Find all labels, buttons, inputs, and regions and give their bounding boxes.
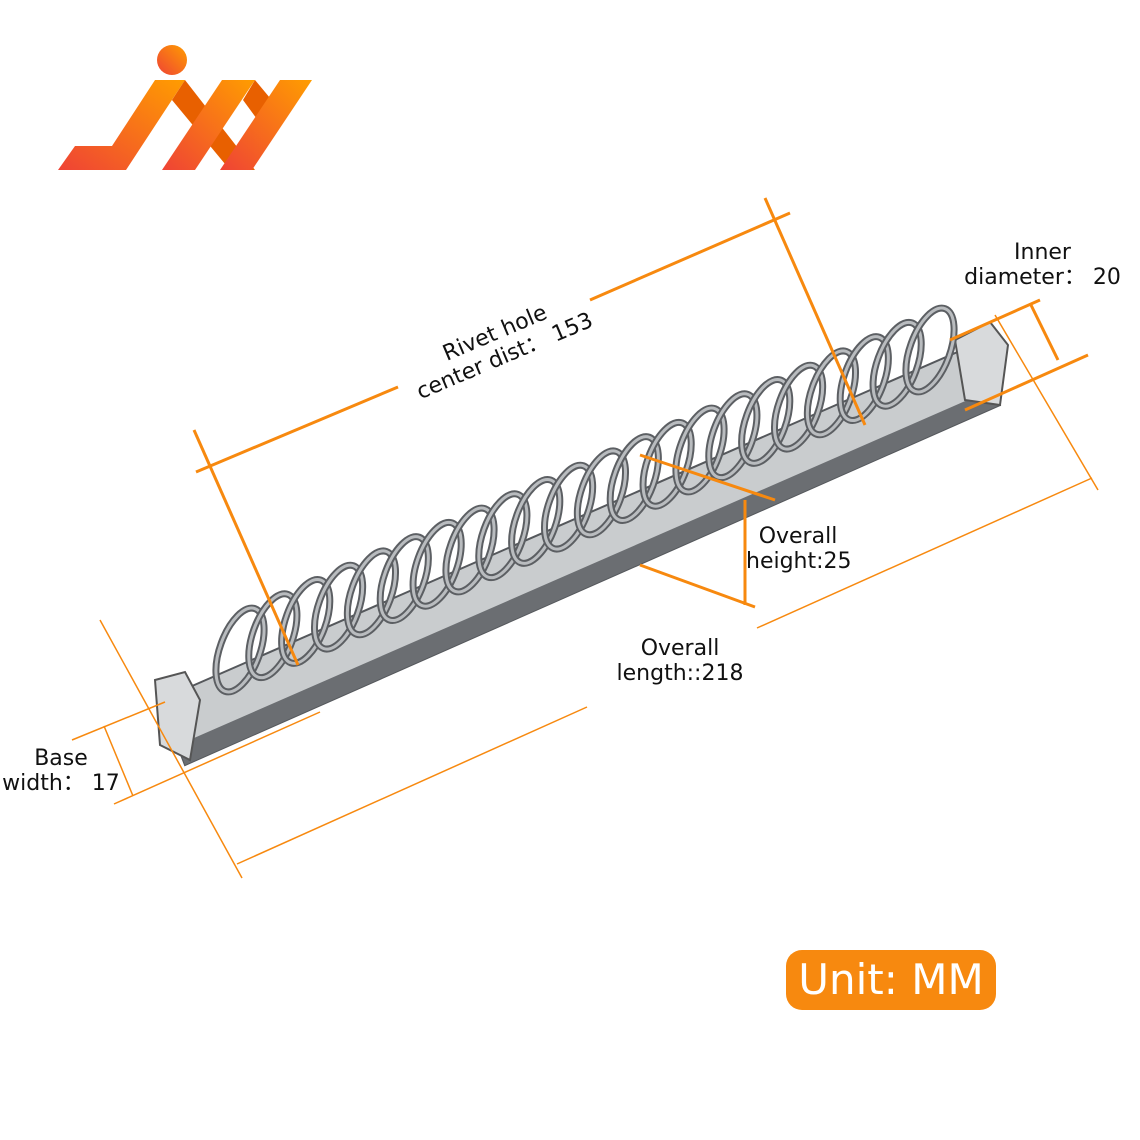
inner-dim-line xyxy=(1028,302,1060,361)
ring-highlight xyxy=(378,535,430,622)
rivet-ext-right xyxy=(763,197,867,426)
ring-highlight xyxy=(904,306,956,394)
rivet-dim-line-left xyxy=(195,385,399,474)
base-ext-bottom xyxy=(113,711,321,805)
logo-x-front xyxy=(162,80,255,170)
inner-ext-top xyxy=(949,298,1041,342)
ring-highlight xyxy=(411,520,463,608)
binder-base-shadow xyxy=(178,388,1000,765)
ring-highlight xyxy=(674,406,726,494)
inner-label-line2: diameter： 20 xyxy=(964,265,1121,290)
length-dim-right xyxy=(756,477,1093,629)
overall-height-label: Overall height:25 xyxy=(746,524,852,574)
length-label-line2: length::218 xyxy=(616,661,744,686)
base-ext-top xyxy=(71,701,166,741)
rivet-dim-line-right xyxy=(589,211,791,302)
rings xyxy=(212,304,958,696)
height-label-line1: Overall xyxy=(758,524,838,549)
height-label-line2: height:25 xyxy=(746,549,852,574)
ring-highlight xyxy=(214,606,266,694)
ring-highlight xyxy=(247,592,299,680)
overall-length-label: Overall length::218 xyxy=(610,636,750,686)
ring-highlight xyxy=(345,549,398,637)
logo-dot xyxy=(157,45,187,75)
end-plate-left xyxy=(153,670,202,762)
ring-highlight xyxy=(542,463,595,551)
ring-highlight xyxy=(772,363,825,451)
logo-j xyxy=(58,80,185,170)
base-label-line2: width： 17 xyxy=(2,771,120,796)
rivet-ext-left xyxy=(192,429,300,666)
length-label-line1: Overall xyxy=(640,636,720,661)
length-dim-left xyxy=(236,706,588,865)
base-dim-line xyxy=(103,725,134,797)
ring-highlight xyxy=(280,578,332,665)
inner-ext-bottom xyxy=(964,353,1089,412)
base-label-line1: Base xyxy=(34,746,88,771)
height-top xyxy=(639,453,776,502)
ring-highlight xyxy=(608,435,660,522)
ring-highlight xyxy=(444,506,496,594)
ring-highlight xyxy=(312,563,365,651)
ring-highlight xyxy=(805,349,858,437)
inner-diameter-label: Inner diameter： 20 xyxy=(960,240,1125,290)
base-width-label: Base width： 17 xyxy=(0,746,122,796)
unit-badge: Unit: MM xyxy=(786,950,996,1010)
height-bottom xyxy=(639,563,756,609)
ring-highlight xyxy=(477,492,529,580)
ring-highlight xyxy=(575,449,628,537)
length-ext-right xyxy=(994,314,1099,491)
ring-highlight xyxy=(871,320,923,408)
ring-highlight xyxy=(510,478,562,565)
length-ext-left xyxy=(99,619,243,879)
ring-highlight xyxy=(707,392,759,480)
inner-label-line1: Inner xyxy=(1014,240,1071,265)
ring-highlight xyxy=(740,378,792,465)
ring-highlight xyxy=(838,335,890,422)
logo-y-front xyxy=(220,80,312,170)
